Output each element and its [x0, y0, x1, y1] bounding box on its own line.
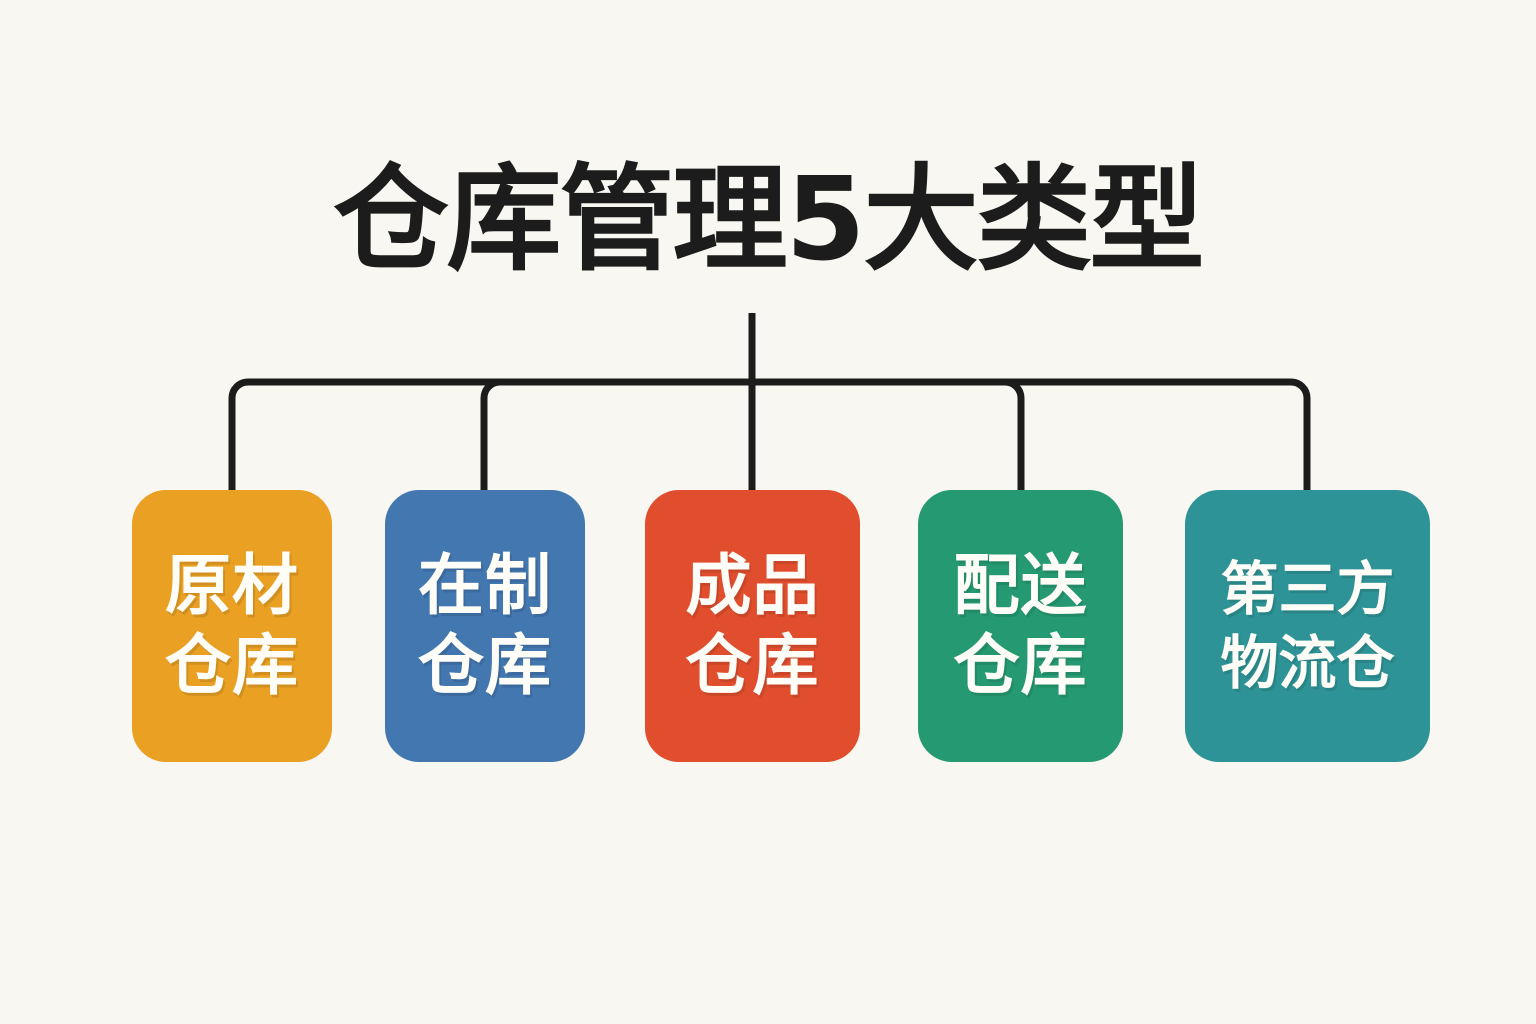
node-label: 第三方 物流仓: [1220, 555, 1395, 697]
drop-line-1: [228, 378, 249, 490]
node-label: 在制 仓库: [418, 547, 552, 704]
node-distribution-warehouse[interactable]: 配送 仓库: [918, 490, 1123, 762]
node-finished-goods-warehouse[interactable]: 成品 仓库: [645, 490, 860, 762]
page-title: 仓库管理5大类型: [333, 153, 1204, 287]
node-label: 配送 仓库: [953, 547, 1088, 704]
node-third-party-logistics-warehouse[interactable]: 第三方 物流仓: [1185, 490, 1430, 762]
drop-line-4: [1004, 378, 1025, 490]
drop-line-5: [1290, 378, 1311, 490]
node-wip-warehouse[interactable]: 在制 仓库: [385, 490, 585, 762]
node-label: 原材 仓库: [165, 547, 299, 704]
node-label: 成品 仓库: [685, 547, 820, 704]
node-raw-material-warehouse[interactable]: 原材 仓库: [132, 490, 332, 762]
drop-line-2: [480, 378, 501, 490]
